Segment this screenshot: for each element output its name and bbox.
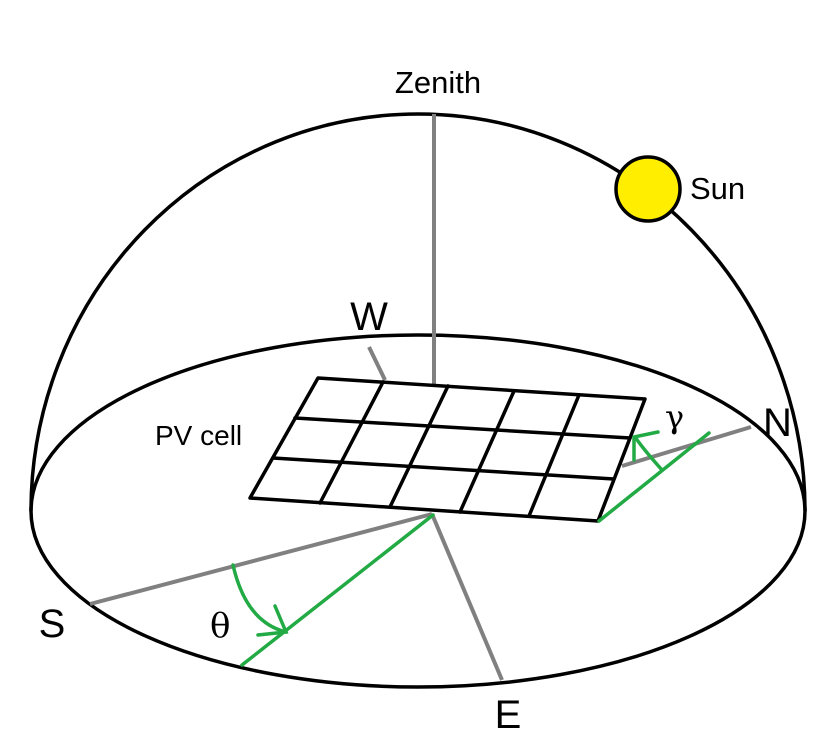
pv-panel-column-line xyxy=(318,380,385,505)
horizon-ellipse xyxy=(29,333,807,689)
azimuth-line xyxy=(597,431,711,523)
east-label: E xyxy=(495,693,522,737)
east-axis xyxy=(430,513,504,681)
sun-icon xyxy=(614,155,682,223)
azimuth-angle-marker xyxy=(597,430,711,523)
south-label: S xyxy=(39,602,66,646)
tilt-arrowhead xyxy=(256,604,289,637)
pv-cell-panel xyxy=(248,376,647,523)
north-axis xyxy=(621,425,752,468)
pv-panel-column-line xyxy=(527,393,581,518)
pv-panel-row-line xyxy=(271,456,616,481)
west-axis xyxy=(367,346,387,381)
azimuth-angle-arc xyxy=(633,435,664,472)
pv-panel-row-line xyxy=(293,416,632,440)
tilt-angle-label: θ xyxy=(210,606,230,646)
azimuth-angle-label: γ xyxy=(665,398,684,436)
zenith-label: Zenith xyxy=(395,65,481,100)
pv-cell-label: PV cell xyxy=(155,420,242,451)
west-label: W xyxy=(350,295,388,339)
pv-panel-outline xyxy=(248,376,647,523)
pv-panel-column-line xyxy=(458,389,516,514)
south-axis xyxy=(89,512,433,606)
north-label: N xyxy=(763,401,792,445)
tilt-line xyxy=(240,513,435,667)
pv-panel-column-line xyxy=(388,384,450,509)
sun-label: Sun xyxy=(690,171,745,206)
tilt-angle-marker xyxy=(231,513,435,667)
sky-dome xyxy=(29,112,807,512)
tilt-angle-arc xyxy=(231,563,288,634)
azimuth-arrowhead xyxy=(632,430,660,462)
